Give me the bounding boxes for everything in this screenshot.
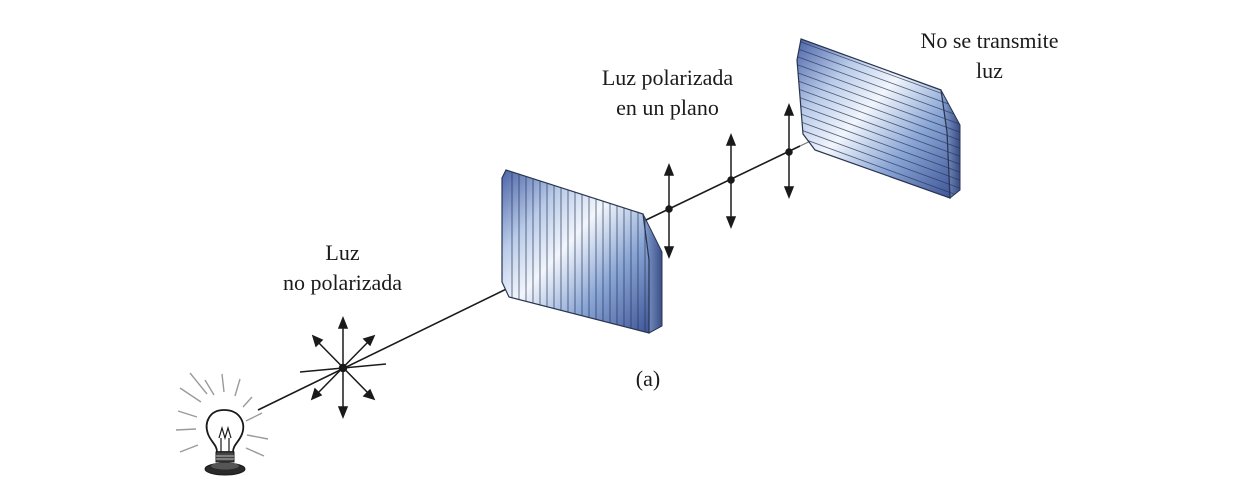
vertical-arrow-3 xyxy=(783,102,795,200)
label-blocked-line2: luz xyxy=(976,58,1003,83)
vertical-arrow-1 xyxy=(663,162,675,260)
unpolarized-vibration-symbol xyxy=(299,315,387,420)
bulb-rays xyxy=(175,372,269,457)
figure-caption: (a) xyxy=(635,366,661,391)
label-blocked-line1: No se transmite xyxy=(920,28,1059,53)
label-polarized-line2: en un plano xyxy=(616,95,719,120)
analyzer-filter xyxy=(796,38,961,200)
label-no-light-transmitted: No se transmite luz xyxy=(892,26,1087,86)
beam-unpolarized xyxy=(257,279,526,411)
label-polarized-line1: Luz polarizada xyxy=(601,65,734,90)
label-polarized-light: Luz polarizada en un plano xyxy=(575,63,760,123)
label-unpolarized-line2: no polarizada xyxy=(282,270,403,295)
label-unpolarized-light: Luz no polarizada xyxy=(255,238,430,298)
label-unpolarized-line1: Luz xyxy=(325,240,360,265)
polarized-vibration-arrows xyxy=(663,102,795,260)
vertical-arrow-2 xyxy=(725,132,737,230)
light-bulb-icon xyxy=(175,372,269,476)
polarizer-filter xyxy=(501,169,663,334)
